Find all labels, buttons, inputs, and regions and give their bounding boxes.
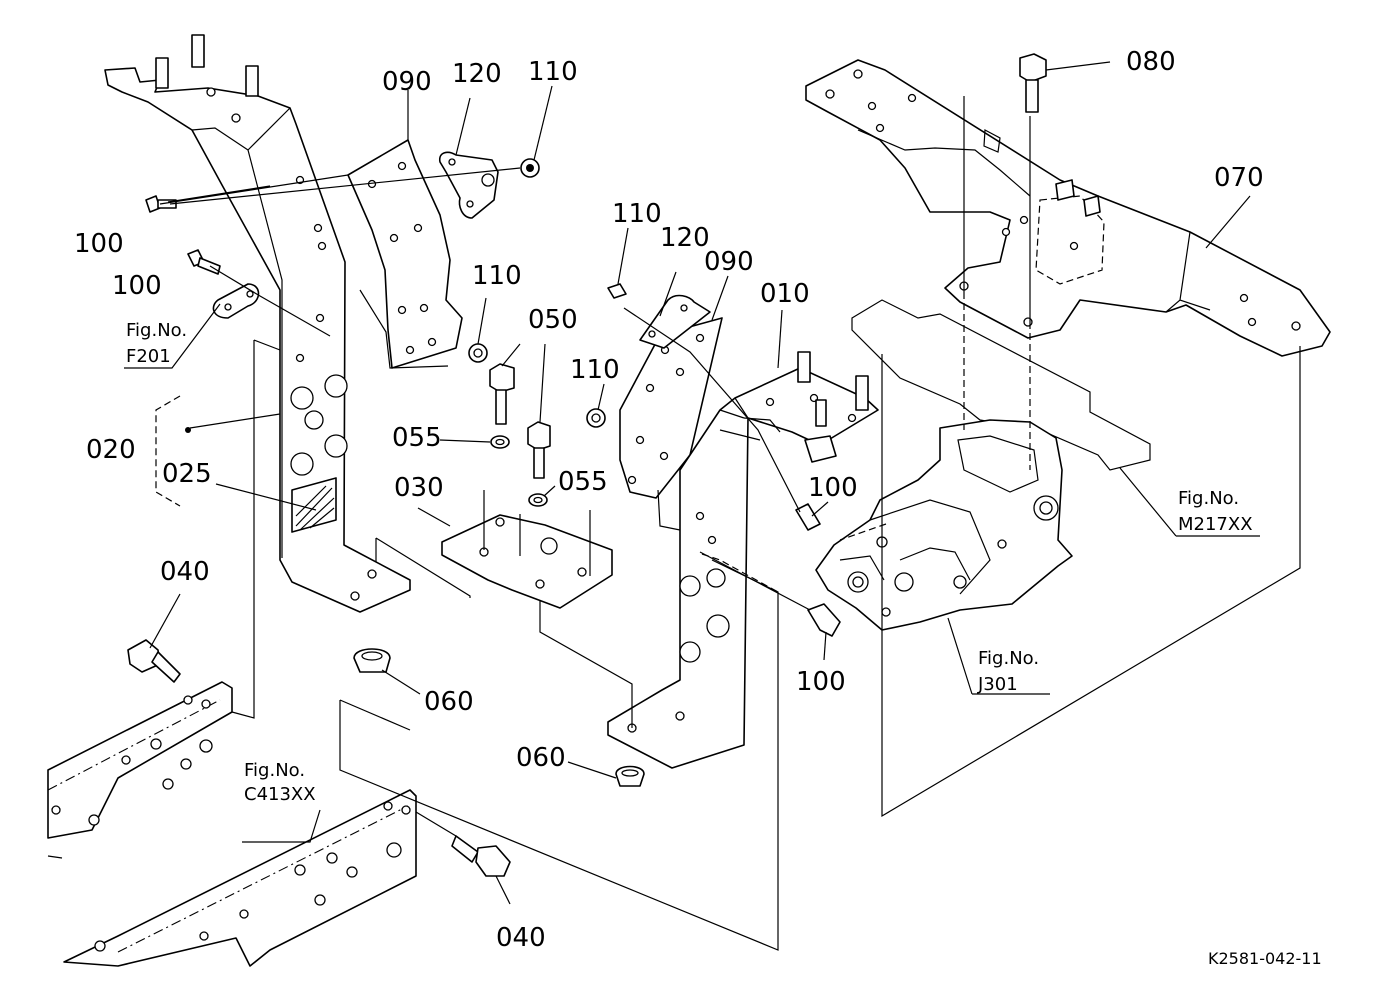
callout-110-mid-left: 110: [472, 261, 522, 291]
callout-090-right: 090: [704, 247, 754, 277]
callout-020: 020: [86, 435, 136, 465]
callout-labels: 010 020 025 030 040 040 050 055 055 060 …: [74, 47, 1264, 953]
callout-025: 025: [162, 459, 212, 489]
callout-110-upper-mid: 110: [612, 199, 662, 229]
callout-055-left: 055: [392, 423, 442, 453]
right-frame-rail: [63, 789, 417, 967]
ref-j301-prefix: Fig.No.: [978, 648, 1039, 669]
callout-010: 010: [760, 279, 810, 309]
figure-references: Fig.No. F201 Fig.No. M217XX Fig.No. J301…: [126, 320, 1253, 805]
right-link-part-120: [639, 294, 711, 349]
ref-m217-prefix: Fig.No.: [1178, 488, 1239, 509]
left-bracket-part-020: [104, 34, 411, 613]
callout-050: 050: [528, 305, 578, 335]
callout-060-right: 060: [516, 743, 566, 773]
callout-120-left: 120: [452, 59, 502, 89]
figure-code: K2581-042-11: [1208, 949, 1322, 968]
callout-070: 070: [1214, 163, 1264, 193]
ref-c413-code: C413XX: [244, 784, 316, 805]
callout-110-mid: 110: [570, 355, 620, 385]
cross-member-part-070: [805, 59, 1331, 357]
assembly-lines: [124, 61, 1301, 951]
callout-100-left: 100: [112, 271, 162, 301]
callout-080: 080: [1126, 47, 1176, 77]
callout-090-left: 090: [382, 67, 432, 97]
ref-f201-prefix: Fig.No.: [126, 320, 187, 341]
callout-100-top-left: 100: [74, 229, 124, 259]
left-link-part-120: [438, 151, 499, 219]
callout-055-right: 055: [558, 467, 608, 497]
floor-plate-outline: [851, 299, 1151, 471]
callout-100-right: 100: [808, 473, 858, 503]
callout-040-lower: 040: [496, 923, 546, 953]
callout-100-lower: 100: [796, 667, 846, 697]
callout-060-left: 060: [424, 687, 474, 717]
callout-110-top: 110: [528, 57, 578, 87]
left-plate-part-090: [347, 139, 463, 369]
transmission-housing: [815, 419, 1073, 631]
callout-030: 030: [394, 473, 444, 503]
ref-c413-prefix: Fig.No.: [244, 760, 305, 781]
ref-f201-code: F201: [126, 346, 171, 367]
callout-040-upper: 040: [160, 557, 210, 587]
ref-m217-code: M217XX: [1178, 514, 1253, 535]
left-frame-rail: [47, 681, 233, 859]
callout-120-right: 120: [660, 223, 710, 253]
ref-j301-code: J301: [977, 674, 1018, 695]
fastener-bolts: [127, 53, 1047, 877]
